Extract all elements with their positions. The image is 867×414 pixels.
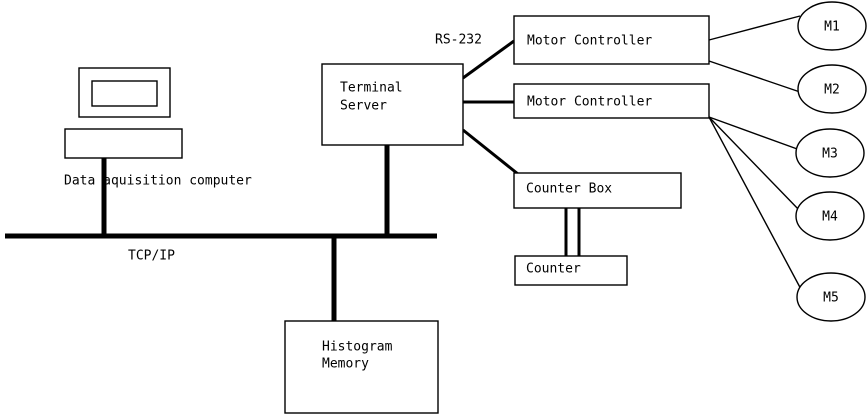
motor-controller-2-box — [513, 83, 710, 119]
link-motor-controller-1-to-m1 — [708, 15, 801, 41]
counter-box-box — [513, 172, 682, 209]
link-motor-controller-2-to-m3 — [708, 116, 801, 151]
tcpip-bus-label: TCP/IP — [128, 249, 175, 264]
histogram-memory-label-line-2: Memory — [322, 357, 369, 372]
motor-m3-shape — [795, 128, 865, 178]
terminal-server-label-line-2: Server — [340, 99, 387, 114]
histogram-memory-label-line-1: Histogram — [322, 340, 393, 355]
link-motor-controller-2-to-m4 — [708, 116, 802, 213]
computer-keyboard — [64, 128, 183, 159]
motor-m3-label: M3 — [822, 147, 838, 162]
link-motor-controller-1-to-m2 — [708, 60, 801, 93]
motor-controller-1-label: Motor Controller — [527, 34, 652, 49]
motor-m2-shape — [797, 64, 867, 114]
motor-controller-2-label: Motor Controller — [527, 95, 652, 110]
motor-m5-label: M5 — [823, 291, 839, 306]
motor-m5-shape — [796, 272, 866, 322]
counter-box-label: Counter Box — [526, 182, 612, 197]
link-motor-controller-2-to-m5 — [708, 116, 804, 294]
motor-controller-1-box — [513, 15, 710, 65]
counter-label: Counter — [526, 262, 581, 277]
motor-m2-label: M2 — [824, 83, 840, 98]
link-terminal-server-to-counter-box — [462, 128, 519, 176]
computer-label: Data aquisition computer — [64, 174, 252, 189]
motor-m1-label: M1 — [824, 20, 840, 35]
computer-monitor-screen — [91, 80, 158, 107]
link-terminal-server-to-motor-controller-1 — [462, 39, 515, 80]
terminal-server-box — [321, 63, 464, 146]
motor-m4-label: M4 — [822, 210, 838, 225]
histogram-memory-box — [284, 320, 439, 414]
rs232-link-label: RS-232 — [435, 33, 482, 48]
terminal-server-label-line-1: Terminal — [340, 81, 403, 96]
motor-m1-shape — [797, 1, 867, 51]
motor-m4-shape — [795, 191, 865, 241]
counter-box — [514, 255, 628, 286]
